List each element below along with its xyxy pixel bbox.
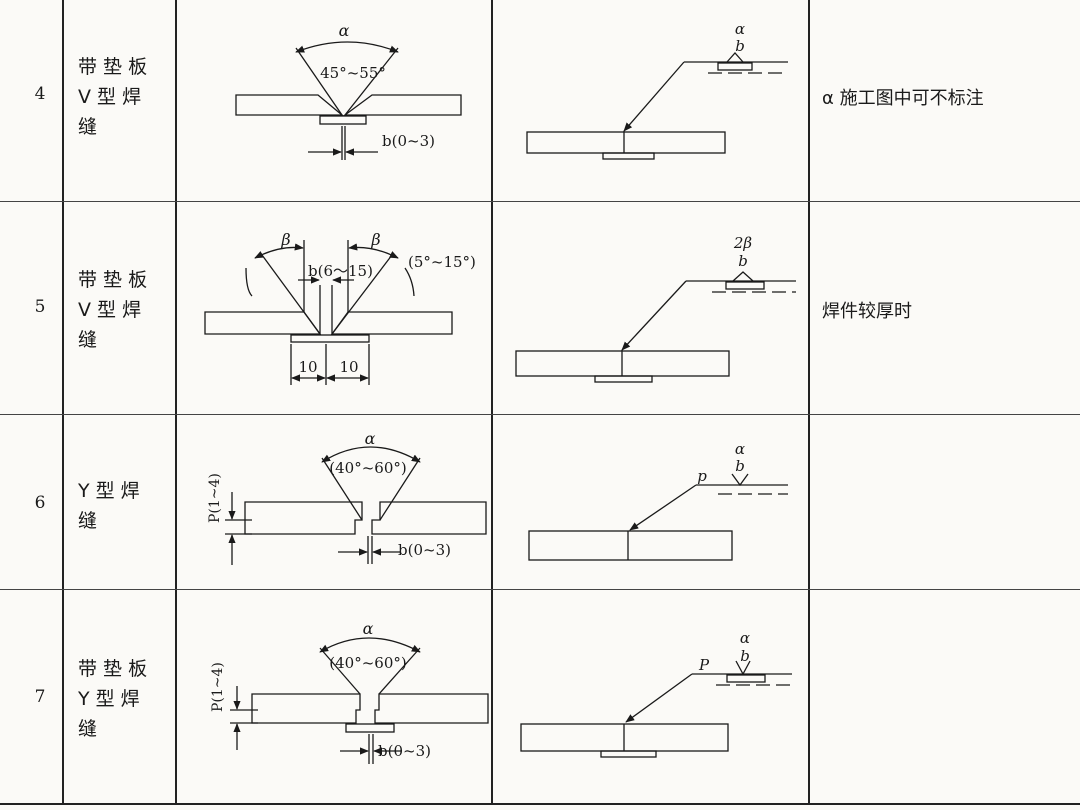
angle-range-label: (40°~60°) — [329, 459, 406, 477]
gap-label: b(0~3) — [378, 742, 431, 760]
alpha-label: α — [363, 619, 374, 638]
table-bottom-border — [0, 803, 1080, 805]
root-label: P(1~4) — [210, 662, 226, 712]
row-number: 5 — [34, 297, 46, 317]
weld-name-line: 缝 — [78, 510, 98, 532]
row-number: 4 — [34, 84, 46, 104]
row-divider-2 — [0, 414, 1080, 416]
column-divider-1 — [62, 0, 64, 805]
row5-section-drawing: β β b(6～15) (5°~15°) 10 10 — [204, 230, 476, 385]
column-divider-4 — [808, 0, 810, 805]
weld-name: 带 垫 板 Y 型 焊 缝 — [78, 654, 170, 744]
weld-name-line: Y 型 焊 — [78, 688, 140, 710]
root-label: P(1~4) — [207, 473, 223, 523]
symbol-left-label: p — [697, 467, 707, 485]
weld-name-line: 带 垫 板 — [78, 56, 148, 78]
weld-name: Y 型 焊 缝 — [78, 476, 170, 536]
weld-name-line: 带 垫 板 — [78, 269, 148, 291]
weld-name-line: V 型 焊 — [78, 86, 142, 108]
symbol-bottom-label: b — [735, 457, 745, 475]
row7-weld-symbol: α b P — [520, 629, 792, 758]
angle-range-label: 45°~55° — [320, 64, 386, 82]
weld-name-line: 缝 — [78, 116, 98, 138]
weld-name-line: Y 型 焊 — [78, 480, 140, 502]
beta-left-label: β — [280, 230, 290, 249]
weld-name: 带 垫 板 V 型 焊 缝 — [78, 265, 170, 355]
remark: α 施工图中可不标注 — [822, 88, 984, 109]
weld-name-line: V 型 焊 — [78, 299, 142, 321]
angle-range-label: (5°~15°) — [408, 253, 476, 271]
symbol-top-label: α — [740, 629, 750, 647]
weld-name-line: 带 垫 板 — [78, 658, 148, 680]
row-divider-1 — [0, 201, 1080, 203]
symbol-bottom-label: b — [735, 37, 745, 55]
remark: 焊件较厚时 — [822, 301, 912, 322]
width-left-label: 10 — [298, 358, 317, 376]
angle-range-label: (40°~60°) — [329, 654, 406, 672]
symbol-top-label: 2β — [733, 234, 753, 252]
row5-weld-symbol: 2β b — [515, 234, 796, 383]
alpha-label: α — [339, 21, 350, 40]
symbol-left-label: P — [698, 656, 710, 674]
symbol-top-label: α — [735, 20, 745, 38]
row6-weld-symbol: α b p — [528, 440, 788, 561]
row6-section-drawing: α (40°~60°) P(1~4) b(0~3) — [207, 429, 487, 565]
row-divider-3 — [0, 589, 1080, 591]
gap-label: b(0~3) — [382, 132, 435, 150]
row-number: 7 — [34, 687, 46, 707]
column-divider-3 — [491, 0, 493, 805]
width-right-label: 10 — [339, 358, 358, 376]
weld-name-line: 缝 — [78, 329, 98, 351]
alpha-label: α — [365, 429, 376, 448]
beta-right-label: β — [370, 230, 380, 249]
gap-label: b(0~3) — [398, 541, 451, 559]
row4-weld-symbol: α b — [526, 20, 788, 160]
column-divider-2 — [175, 0, 177, 805]
symbol-top-label: α — [735, 440, 745, 458]
row4-section-drawing: α 45°~55° b(0~3) — [235, 21, 462, 160]
symbol-bottom-label: b — [738, 252, 748, 270]
row-number: 6 — [34, 493, 46, 513]
weld-name-line: 缝 — [78, 718, 98, 740]
symbol-bottom-label: b — [740, 647, 750, 665]
gap-label: b(6～15) — [308, 262, 373, 280]
row7-section-drawing: α (40°~60°) P(1~4) b(0~3) — [210, 619, 489, 764]
weld-name: 带 垫 板 V 型 焊 缝 — [78, 52, 170, 142]
